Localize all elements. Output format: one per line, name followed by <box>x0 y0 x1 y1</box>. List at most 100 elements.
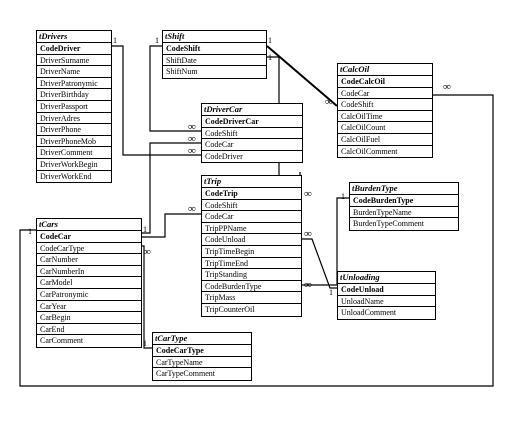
field: TripPPName <box>202 223 301 235</box>
table-tdrivercar[interactable]: tDriverCar CodeDriverCar CodeShift CodeC… <box>201 103 303 164</box>
cardinality-one: 1 <box>329 288 333 297</box>
cardinality-many: ∞ <box>304 188 312 200</box>
rel-unloading-trip <box>302 238 337 289</box>
field: CarTypeComment <box>156 369 215 379</box>
table-tcalcoil[interactable]: tCalcOil CodeCalcOil CodeCar CodeShift C… <box>337 63 433 159</box>
field: DriverPassport <box>37 101 111 113</box>
table-title: tUnloading <box>338 272 435 284</box>
table-title: tCalcOil <box>338 64 432 76</box>
cardinality-many: ∞ <box>143 246 151 258</box>
rel-burdentype-trip <box>302 197 349 286</box>
table-title: tBurdenType <box>350 183 458 195</box>
table-title: tCars <box>37 219 141 231</box>
field: DriverPhone <box>37 124 111 136</box>
field: CodeCar <box>202 211 301 223</box>
primary-key-field: CodeCarType <box>153 345 251 357</box>
cardinality-many: ∞ <box>188 121 196 133</box>
field: BurdenTypeName <box>350 207 458 219</box>
cardinality-one: 1 <box>268 36 272 45</box>
field: UnloadComment <box>341 308 397 318</box>
field: CodeBurdenType <box>202 281 301 293</box>
field: DriverBirthday <box>37 89 111 101</box>
cardinality-many: ∞ <box>325 96 333 108</box>
rel-cartype-cars <box>142 245 152 349</box>
field: DriverPatronymic <box>37 78 111 90</box>
cardinality-one: 1 <box>143 225 147 234</box>
cardinality-many: ∞ <box>188 145 196 157</box>
field: CalcOilCount <box>338 122 432 134</box>
table-tburdentype[interactable]: tBurdenType CodeBurdenType BurdenTypeNam… <box>349 182 459 231</box>
field: BurdenTypeComment <box>353 219 424 229</box>
rel-shift-drivercar <box>149 45 201 132</box>
rel-cars-drivercar <box>142 142 201 234</box>
primary-key-field: CodeBurdenType <box>350 195 458 207</box>
field: ShiftNum <box>166 67 198 77</box>
cardinality-one: 1 <box>341 192 345 201</box>
table-tcars[interactable]: tCars CodeCar CodeCarType CarNumber CarN… <box>36 218 142 348</box>
primary-key-field: CodeCalcOil <box>338 76 432 88</box>
table-title: tCarType <box>153 333 251 345</box>
table-title: tTrip <box>202 176 301 188</box>
field: TripTimeEnd <box>202 258 301 270</box>
cardinality-one: 1 <box>28 227 32 236</box>
field: DriverComment <box>37 147 111 159</box>
cardinality-many: ∞ <box>304 279 312 291</box>
field: CodeDriver <box>205 151 243 161</box>
field: DriverAdres <box>37 113 111 125</box>
field: DriverWorkEnd <box>40 171 92 181</box>
cardinality-many: ∞ <box>188 133 196 145</box>
field: DriverPhoneMob <box>37 136 111 148</box>
field: UnloadName <box>338 296 435 308</box>
field: CalcOilTime <box>338 111 432 123</box>
table-tunloading[interactable]: tUnloading CodeUnload UnloadName UnloadC… <box>337 271 436 320</box>
field: CarNumberIn <box>37 266 141 278</box>
field: CodeCar <box>338 88 432 100</box>
field: CarComment <box>40 336 84 346</box>
cardinality-many: ∞ <box>188 203 196 215</box>
field: TripTimeBegin <box>202 246 301 258</box>
field: CarNumber <box>37 254 141 266</box>
table-tcartype[interactable]: tCarType CodeCarType CarTypeName CarType… <box>152 332 252 381</box>
field: DriverName <box>37 66 111 78</box>
rel-shift-calcoil <box>266 45 338 107</box>
field: DriverWorkBegin <box>37 159 111 171</box>
table-title: tShift <box>163 31 266 43</box>
field: DriverSurname <box>37 55 111 67</box>
field: CodeUnload <box>202 234 301 246</box>
table-tdrivers[interactable]: tDrivers CodeDriver DriverSurname Driver… <box>36 30 112 184</box>
field: TripMass <box>202 292 301 304</box>
field: TripStanding <box>202 269 301 281</box>
primary-key-field: CodeDriver <box>37 43 111 55</box>
field: CodeShift <box>202 128 302 140</box>
table-title: tDriverCar <box>202 104 302 116</box>
field: CalcOilComment <box>341 146 398 156</box>
field: CalcOilFuel <box>338 134 432 146</box>
table-ttrip[interactable]: tTrip CodeTrip CodeShift CodeCar TripPPN… <box>201 175 302 317</box>
table-tshift[interactable]: tShift CodeShift ShiftDate ShiftNum <box>162 30 267 79</box>
primary-key-field: CodeShift <box>163 43 266 55</box>
field: CodeCar <box>202 139 302 151</box>
primary-key-field: CodeTrip <box>202 188 301 200</box>
table-title: tDrivers <box>37 31 111 43</box>
cardinality-one: 1 <box>113 36 117 45</box>
rel-drivers-drivercar <box>112 45 201 156</box>
cardinality-one: 1 <box>143 339 147 348</box>
field: CodeShift <box>202 200 301 212</box>
primary-key-field: CodeCar <box>37 231 141 243</box>
rel-cars-calcoil <box>19 94 494 387</box>
primary-key-field: CodeUnload <box>338 284 435 296</box>
cardinality-one: 1 <box>155 36 159 45</box>
field: CodeShift <box>338 99 432 111</box>
field: CarTypeName <box>153 357 251 369</box>
field: TripCounterOil <box>205 304 255 314</box>
field: CodeCarType <box>37 243 141 255</box>
rel-cars-trip <box>142 213 201 238</box>
primary-key-field: CodeDriverCar <box>202 116 302 128</box>
field: CarYear <box>37 301 141 313</box>
field: ShiftDate <box>163 55 266 67</box>
field: CarBegin <box>37 312 141 324</box>
cardinality-many: ∞ <box>304 228 312 240</box>
field: CarModel <box>37 277 141 289</box>
